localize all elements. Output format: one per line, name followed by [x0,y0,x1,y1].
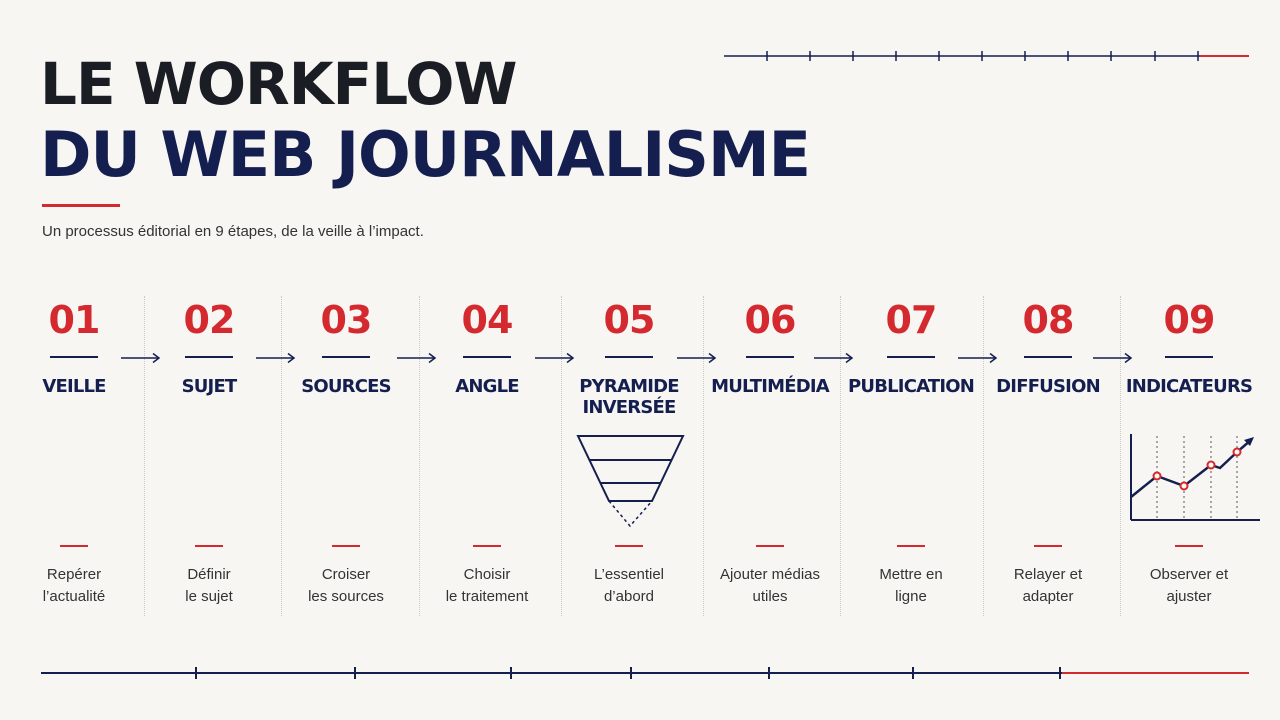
step-title-line: INVERSÉE [582,397,676,418]
step-number: 08 [1022,298,1075,342]
arrow-right-icon [256,352,296,364]
step-description-line: Croiser [321,566,371,583]
step-number: 01 [48,298,101,342]
step-description-line: ligne [895,588,927,605]
step-description-line: ajuster [1166,588,1212,605]
step-title: SUJET [181,376,238,397]
step-02: 02 SUJET Définir le sujet [139,296,279,616]
step-description-line: L’essentiel [593,566,665,583]
step-number-rule [322,356,370,358]
step-number: 07 [885,298,938,342]
step-number: 04 [461,298,514,342]
step-08: 08 DIFFUSION Relayer et adapter [978,296,1118,616]
step-title-line: PYRAMIDE [579,376,679,397]
step-title: PYRAMIDE INVERSÉE [553,376,705,418]
step-desc-rule [60,545,88,547]
step-number: 09 [1163,298,1216,342]
step-03: 03 SOURCES Croiser les sources [276,296,416,616]
step-desc-rule [1034,545,1062,547]
step-description-line: Définir [187,566,231,583]
step-number-rule [605,356,653,358]
arrow-right-icon [1093,352,1133,364]
step-description-line: Ajouter médias [719,566,821,583]
arrow-right-icon [677,352,717,364]
step-number-rule [746,356,794,358]
step-description: Relayer et adapter [978,564,1118,608]
step-title: VEILLE [42,376,106,397]
arrow-right-icon [397,352,437,364]
step-title: MULTIMÉDIA [711,376,830,397]
inverted-pyramid-icon [576,435,685,528]
column-divider [144,296,145,616]
arrow-right-icon [958,352,998,364]
step-desc-rule [473,545,501,547]
step-desc-rule [1175,545,1203,547]
step-desc-rule [615,545,643,547]
step-desc-rule [332,545,360,547]
step-description-line: adapter [1022,588,1074,605]
bottom-timeline-decoration [41,667,1249,679]
step-number-rule [1165,356,1213,358]
column-divider [1120,296,1121,616]
step-desc-rule [897,545,925,547]
arrow-right-icon [535,352,575,364]
step-description-line: Mettre en [879,566,943,583]
step-05: 05 PYRAMIDE INVERSÉE L’essentiel d’abord [559,296,699,616]
step-description-line: d’abord [603,588,655,605]
column-divider [419,296,420,616]
column-divider [840,296,841,616]
arrow-right-icon [814,352,854,364]
step-title: PUBLICATION [848,376,975,397]
step-description-line: Relayer et [1013,566,1083,583]
step-title: ANGLE [455,376,519,397]
step-desc-rule [195,545,223,547]
step-description-line: utiles [752,588,788,605]
step-description: Croiser les sources [276,564,416,608]
step-number-rule [887,356,935,358]
step-description: Choisir le traitement [417,564,557,608]
step-number-rule [463,356,511,358]
step-title: DIFFUSION [996,376,1100,397]
arrow-right-icon [121,352,161,364]
step-description-line: l’actualité [42,588,106,605]
title-accent-rule [42,204,120,207]
top-timeline-decoration [724,51,1249,61]
step-description: Ajouter médias utiles [700,564,840,608]
step-number: 02 [183,298,236,342]
step-number: 03 [320,298,373,342]
step-number: 05 [603,298,656,342]
step-description-line: le traitement [445,588,529,605]
step-title: SOURCES [301,376,391,397]
step-01: 01 VEILLE Repérer l’actualité [4,296,144,616]
column-divider [703,296,704,616]
title-line-1: LE WORKFLOW [40,50,517,118]
step-description: Mettre en ligne [841,564,981,608]
step-number-rule [50,356,98,358]
title-line-2: DU WEB JOURNALISME [40,118,811,191]
subtitle: Un processus éditorial en 9 étapes, de l… [42,223,424,240]
step-06: 06 MULTIMÉDIA Ajouter médias utiles [700,296,840,616]
step-number-rule [185,356,233,358]
step-number: 06 [744,298,797,342]
step-desc-rule [756,545,784,547]
step-description-line: Observer et [1149,566,1229,583]
step-description: L’essentiel d’abord [559,564,699,608]
step-description-line: le sujet [185,588,233,605]
step-description-line: Repérer [46,566,102,583]
column-divider [561,296,562,616]
step-description-line: les sources [308,588,384,605]
step-description: Repérer l’actualité [4,564,144,608]
step-title: INDICATEURS [1125,376,1253,397]
step-description-line: Choisir [463,566,511,583]
step-04: 04 ANGLE Choisir le traitement [417,296,557,616]
step-07: 07 PUBLICATION Mettre en ligne [841,296,981,616]
step-number-rule [1024,356,1072,358]
step-09: 09 INDICATEURS Observer et ajuster [1119,296,1259,616]
column-divider [983,296,984,616]
column-divider [281,296,282,616]
step-description: Observer et ajuster [1119,564,1259,608]
line-chart-icon [1130,434,1260,521]
step-description: Définir le sujet [139,564,279,608]
